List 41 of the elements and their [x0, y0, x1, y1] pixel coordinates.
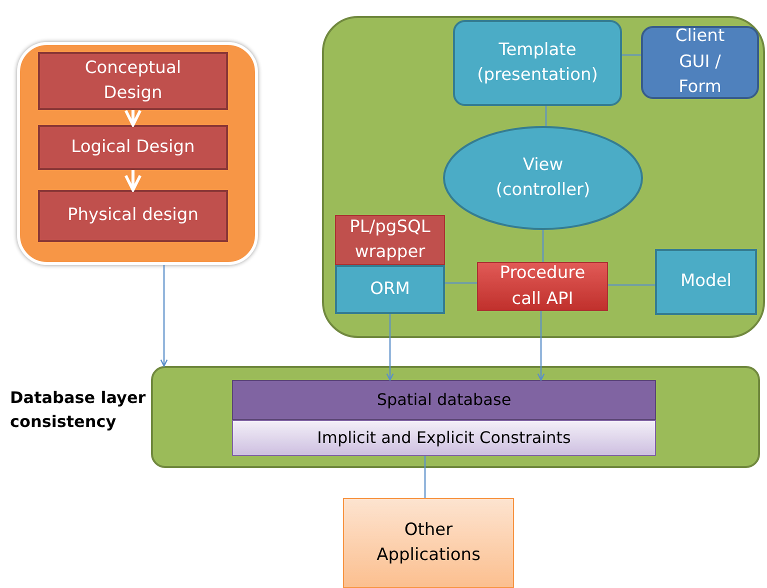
node-label: Implicit and Explicit Constraints: [317, 427, 571, 449]
node-label: Conceptual Design: [84, 56, 182, 105]
layer-box: [232, 380, 656, 420]
node-label: Model: [680, 270, 732, 294]
connector-line: [622, 54, 641, 56]
process-box: [453, 20, 622, 106]
connector-line: [545, 106, 547, 126]
node-label: Client GUI / Form: [674, 25, 726, 100]
process-box: [38, 190, 228, 242]
node-label: PL/pgSQL wrapper: [348, 216, 432, 264]
node-label: Logical Design: [71, 136, 195, 159]
process-box: [38, 52, 228, 110]
controller-ellipse: [443, 126, 643, 230]
node-label: Template (presentation): [476, 38, 599, 87]
connector-line: [445, 282, 477, 284]
node-label: Spatial database: [376, 389, 512, 411]
layer-box: [232, 420, 656, 456]
connector-line: [424, 456, 426, 498]
group-panel: [322, 16, 765, 338]
connector-line: [608, 284, 655, 286]
connector-line: [542, 230, 544, 262]
arrow: [124, 170, 142, 192]
node-label: ORM: [370, 278, 410, 301]
arrow: [160, 265, 168, 367]
process-box: [343, 498, 514, 588]
process-box: [641, 26, 759, 99]
arrow: [124, 109, 142, 126]
arrow: [537, 311, 545, 381]
node-label: Other Applications: [376, 518, 482, 567]
process-box: [477, 262, 608, 311]
group-panel: [151, 366, 760, 468]
node-label: Physical design: [68, 204, 198, 228]
side-label: Database layer consistency: [10, 387, 147, 433]
arrow: [386, 314, 394, 381]
node-label: View (controller): [494, 154, 592, 202]
node-label: Procedure call API: [498, 262, 586, 310]
process-box: [38, 125, 228, 170]
process-box: [335, 215, 445, 265]
process-box: [335, 265, 445, 314]
group-panel: [17, 42, 258, 265]
process-box: [655, 249, 757, 315]
